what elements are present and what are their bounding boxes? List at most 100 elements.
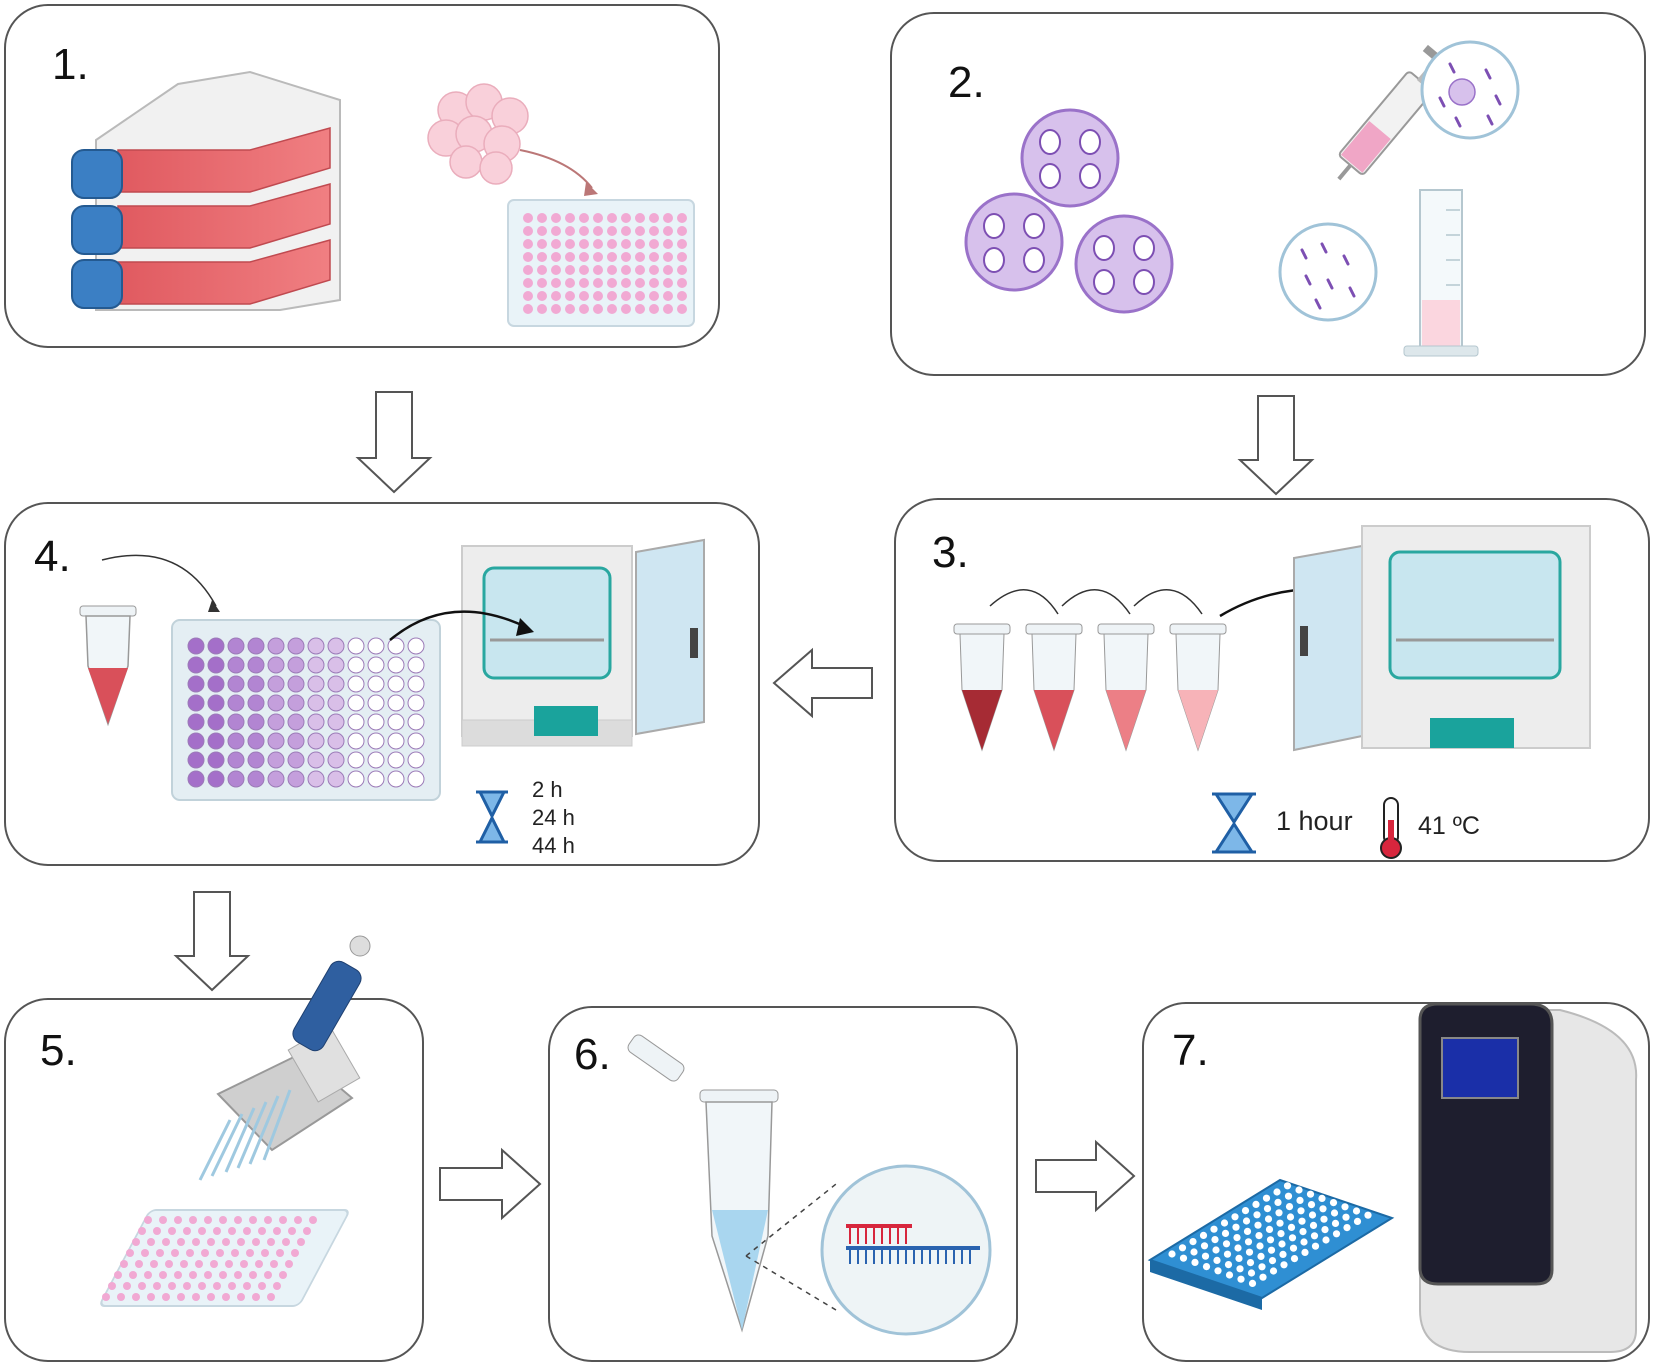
- well: [171, 1249, 179, 1257]
- well: [663, 304, 673, 314]
- well: [677, 226, 687, 236]
- well: [144, 1216, 152, 1224]
- well: [267, 751, 285, 769]
- well: [635, 265, 645, 275]
- well: [144, 1271, 152, 1279]
- well: [264, 1216, 272, 1224]
- well: [387, 637, 405, 655]
- well: [649, 226, 659, 236]
- well: [1212, 1246, 1220, 1254]
- well: [249, 1216, 257, 1224]
- well: [1200, 1242, 1209, 1250]
- well: [1297, 1207, 1305, 1215]
- well: [138, 1282, 146, 1290]
- well: [551, 304, 561, 314]
- well: [234, 1271, 242, 1279]
- well: [607, 226, 617, 236]
- well: [207, 770, 225, 788]
- well: [593, 252, 603, 262]
- sample-liquid: [1178, 690, 1218, 750]
- well: [1263, 1205, 1272, 1213]
- well: [387, 732, 405, 750]
- well: [523, 278, 533, 288]
- well: [551, 265, 561, 275]
- well: [537, 226, 547, 236]
- time-44h: 44 h: [532, 833, 575, 858]
- well: [677, 304, 687, 314]
- well: [565, 239, 575, 249]
- well: [593, 265, 603, 275]
- well: [227, 751, 245, 769]
- well: [579, 304, 589, 314]
- well: [1330, 1209, 1339, 1217]
- well: [207, 1238, 215, 1246]
- well: [150, 1260, 158, 1268]
- well: [551, 291, 561, 301]
- well: [387, 656, 405, 674]
- well: [1202, 1263, 1211, 1271]
- well: [649, 265, 659, 275]
- well: [247, 732, 265, 750]
- well: [1265, 1225, 1274, 1233]
- well: [207, 751, 225, 769]
- well: [1222, 1240, 1231, 1248]
- well: [607, 304, 617, 314]
- well: [1279, 1250, 1287, 1258]
- well: [187, 675, 205, 693]
- well: [1309, 1221, 1318, 1229]
- well: [649, 278, 659, 288]
- well: [1256, 1242, 1264, 1250]
- well: [227, 770, 245, 788]
- well: [537, 239, 547, 249]
- well: [227, 713, 245, 731]
- well: [347, 732, 365, 750]
- well: [1262, 1194, 1271, 1202]
- well: [228, 1282, 236, 1290]
- well: [187, 637, 205, 655]
- cell-cluster: [427, 83, 529, 185]
- sporocyst: [1093, 269, 1115, 295]
- well: [565, 213, 575, 223]
- well: [551, 252, 561, 262]
- well: [1246, 1259, 1255, 1267]
- well: [267, 732, 285, 750]
- well: [1332, 1230, 1341, 1238]
- well: [294, 1216, 302, 1224]
- well: [1252, 1200, 1260, 1208]
- well: [129, 1271, 137, 1279]
- well: [1258, 1263, 1266, 1271]
- well: [1264, 1215, 1273, 1223]
- well: [565, 252, 575, 262]
- well: [635, 252, 645, 262]
- well: [565, 291, 575, 301]
- well: [141, 1249, 149, 1257]
- well: [183, 1227, 191, 1235]
- well: [387, 751, 405, 769]
- well: [327, 694, 345, 712]
- well: [327, 713, 345, 731]
- sporozoite: [1304, 274, 1312, 286]
- well: [177, 1238, 185, 1246]
- well: [198, 1227, 206, 1235]
- well: [162, 1238, 170, 1246]
- sporocyst: [983, 213, 1005, 239]
- well: [579, 291, 589, 301]
- well: [663, 226, 673, 236]
- well: [1231, 1213, 1239, 1221]
- well: [649, 252, 659, 262]
- well: [273, 1282, 281, 1290]
- well: [1267, 1246, 1276, 1254]
- well: [387, 770, 405, 788]
- well: [228, 1227, 236, 1235]
- well: [222, 1238, 230, 1246]
- well: [1331, 1219, 1340, 1227]
- microtube: [699, 1089, 779, 1333]
- well: [126, 1249, 134, 1257]
- well: [207, 732, 225, 750]
- well: [1237, 1275, 1245, 1283]
- well: [247, 694, 265, 712]
- well: [225, 1260, 233, 1268]
- well: [117, 1293, 125, 1301]
- well: [219, 1271, 227, 1279]
- well: [1329, 1199, 1338, 1207]
